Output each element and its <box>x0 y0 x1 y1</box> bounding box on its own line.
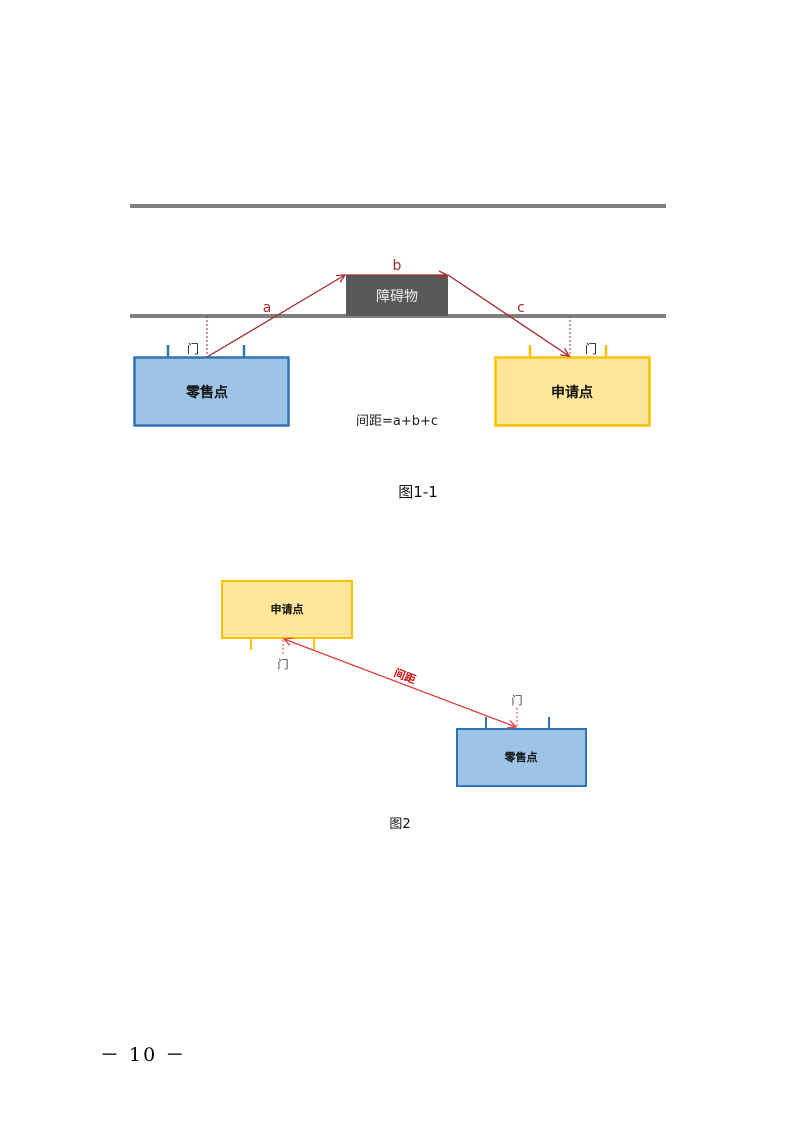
segment-a-arrow <box>206 275 345 358</box>
segment-c-label: c <box>517 300 525 316</box>
retail-door-label: 门 <box>187 341 199 356</box>
distance-label: 间距 <box>392 666 417 686</box>
retail-door-label: 门 <box>512 693 523 707</box>
figure-2-caption: 图2 <box>389 817 410 832</box>
apply-label: 申请点 <box>551 384 593 401</box>
apply-box <box>494 356 651 427</box>
obstacle-label: 障碍物 <box>376 289 418 305</box>
page-number: － 10 － <box>100 1044 187 1066</box>
obstacle-box <box>346 275 448 316</box>
figure-2: 申请点 门 零售点 门 间距 图2 <box>221 580 587 832</box>
figure-1-caption: 图1-1 <box>398 483 438 501</box>
segment-c-arrow <box>447 274 569 356</box>
apply-label: 申请点 <box>271 602 304 616</box>
apply-door-label: 门 <box>585 341 597 356</box>
segment-b-label: b <box>393 258 402 274</box>
distance-formula: 间距=a+b+c <box>356 414 438 429</box>
retail-label: 零售点 <box>504 750 538 764</box>
distance-arrow <box>284 639 516 727</box>
apply-door-label: 门 <box>278 657 289 671</box>
figure-1: 障碍物 门 零售点 门 申请点 a b c 间距=a+b+c 图1-1 <box>130 204 666 501</box>
retail-box <box>133 356 290 427</box>
segment-a-label: a <box>263 300 272 316</box>
retail-label: 零售点 <box>185 384 228 401</box>
apply-box <box>221 580 353 639</box>
retail-box <box>456 728 587 787</box>
